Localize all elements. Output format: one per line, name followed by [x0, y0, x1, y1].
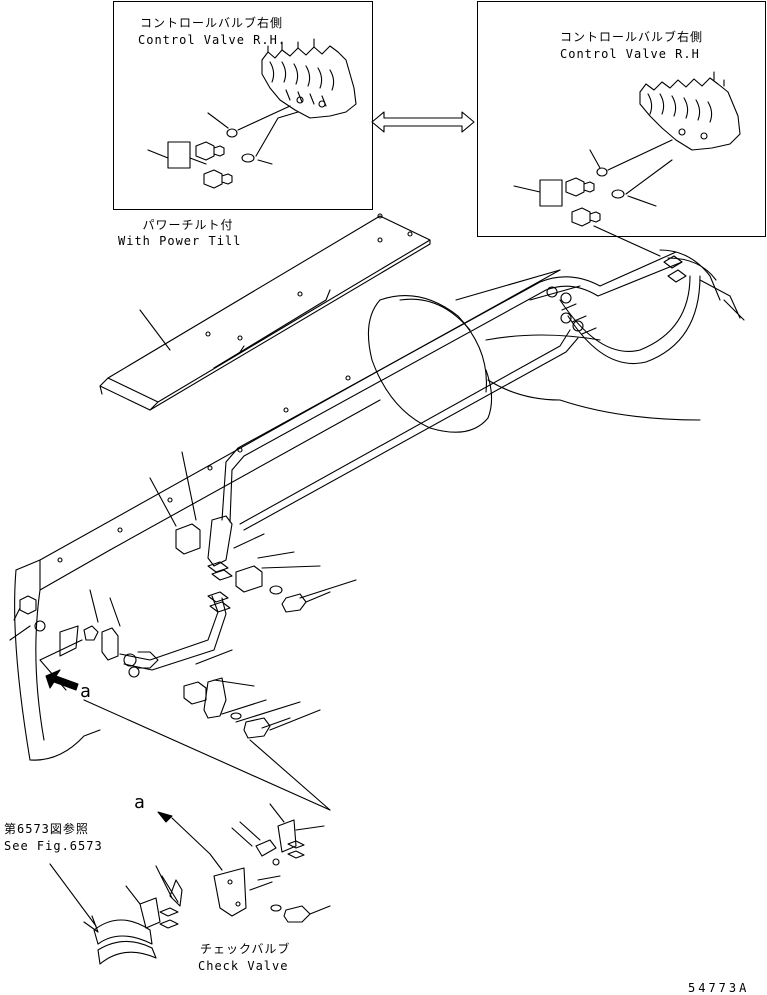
clamp-group-upper [149, 451, 357, 613]
frame-chassis [14, 269, 561, 761]
power-tilt-label-jp: パワーチルト付 [142, 218, 234, 232]
inset-frame-right [477, 1, 766, 237]
detail-a-lines [49, 803, 331, 965]
inset-right-label-jp: コントロールバルブ右側 [560, 30, 704, 44]
see-fig-label-en: See Fig.6573 [4, 839, 103, 853]
drum-disc [367, 269, 701, 433]
inset-frame-left [113, 1, 373, 210]
inset-left-label-en: Control Valve R.H. [138, 33, 287, 47]
power-tilt-label-en: With Power Till [118, 234, 242, 248]
leader-cover-panel [139, 309, 171, 351]
right-inset-fittings [513, 139, 673, 257]
hydraulic-pipes [221, 249, 745, 531]
check-valve-label-jp: チェックバルブ [200, 942, 291, 956]
see-fig-label-jp: 第6573図参照 [4, 822, 89, 836]
detail-ref-lower: a [134, 792, 145, 813]
right-hose-fittings [546, 255, 687, 332]
clamp-group-lower [83, 649, 331, 811]
inset-right-label-en: Control Valve R.H [560, 47, 700, 61]
inset-left-label-jp: コントロールバルブ右側 [140, 16, 284, 30]
left-inset-fittings [147, 105, 299, 189]
detail-ref-upper: a [80, 681, 91, 702]
double-arrow [371, 111, 475, 133]
drawing-number: 54773A [688, 981, 750, 995]
arrow-a-upper [45, 669, 79, 691]
cover-panel [99, 213, 431, 411]
right-inset-valve [639, 71, 741, 151]
lower-pipe [9, 589, 231, 691]
check-valve-label-en: Check Valve [198, 959, 289, 973]
left-inset-valve [261, 38, 357, 119]
